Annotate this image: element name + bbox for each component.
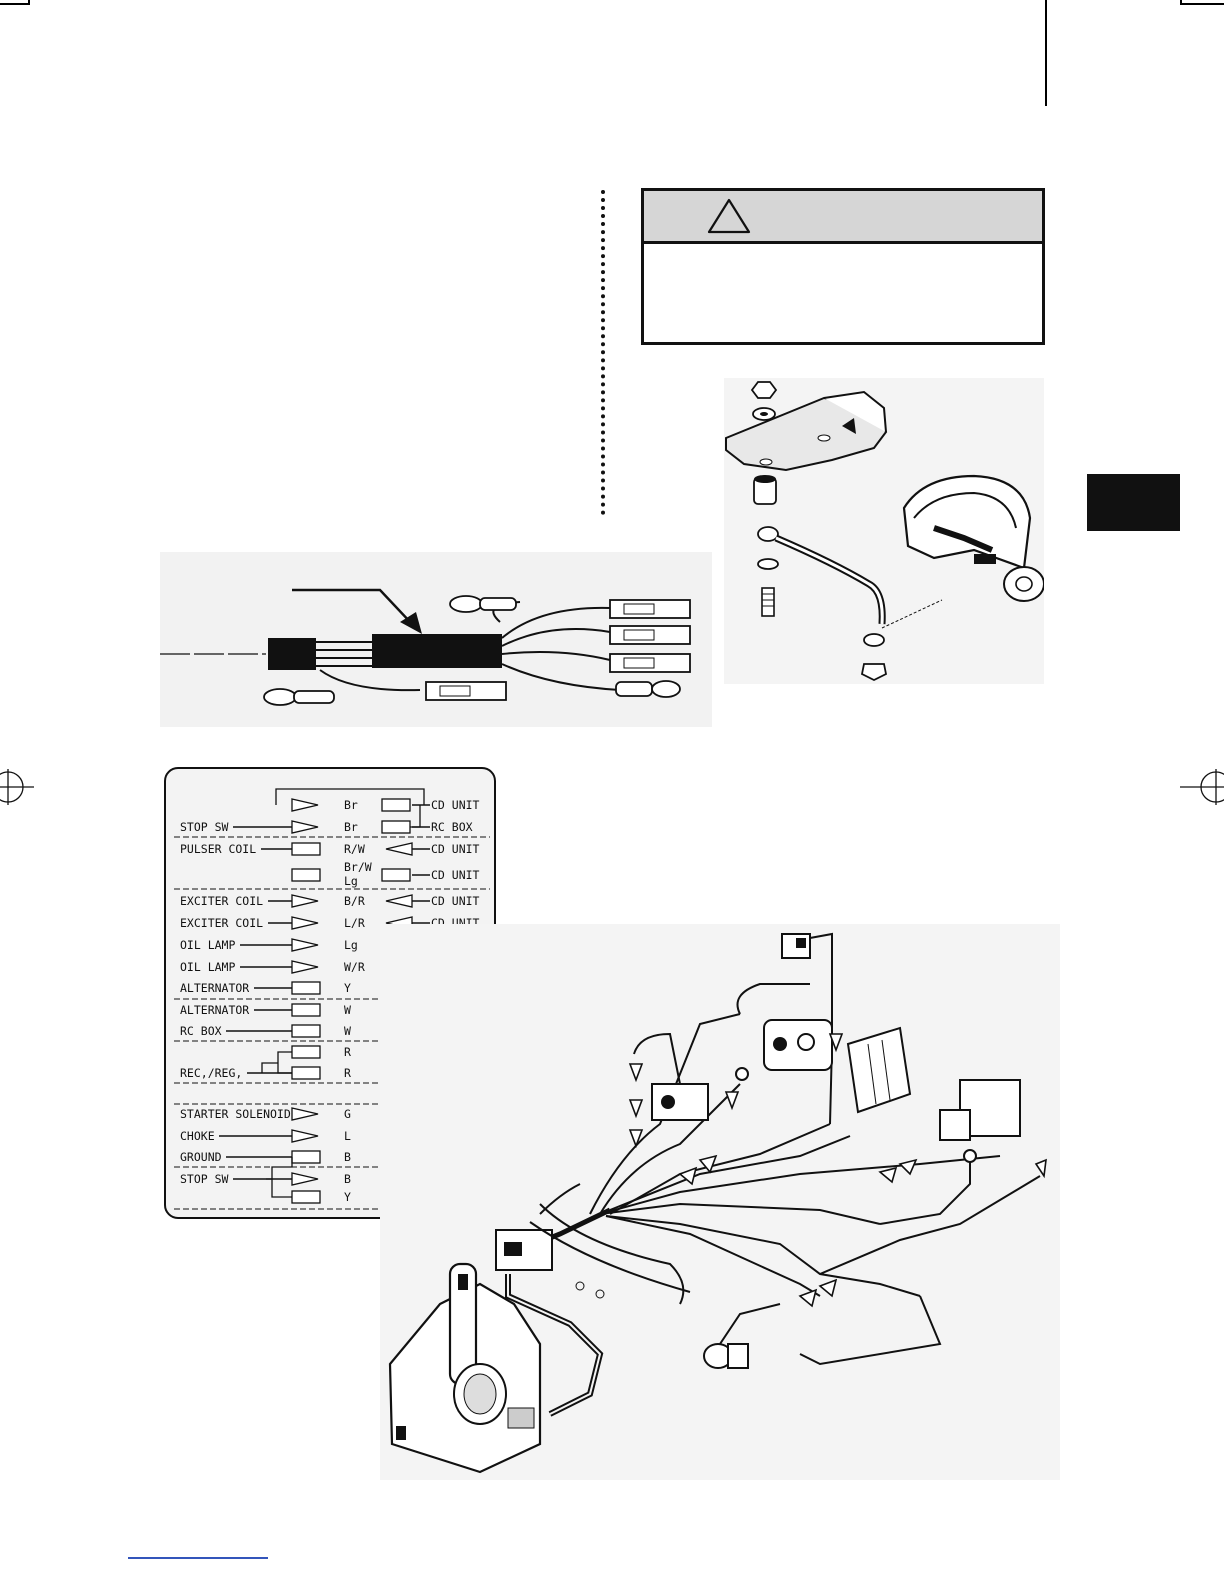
pointer-arrow [292,588,413,625]
warning-box [641,188,1045,345]
crop-mark-top-left-h [0,3,30,5]
bracket-assembly-figure [724,378,1044,684]
wire-color-code: B [344,1150,351,1164]
female-connector-1 [609,599,691,619]
wiring-source-label: STARTER SOLENOID [180,1107,291,1121]
wiring-source-label: ALTERNATOR [180,1003,249,1017]
column-separator [601,190,605,515]
wiring-row: GROUND B [180,1150,413,1164]
wire-color-code: B/R [344,894,365,908]
wire-color-code: R/W [344,842,365,856]
wiring-source-label: EXCITER COIL [180,916,263,930]
r-bracket [277,1051,292,1074]
wire-color-code-secondary: Lg [344,874,358,888]
wiring-source-label: CHOKE [180,1129,215,1143]
female-connector-3 [609,653,691,673]
wiring-source-label: STOP SW [180,1172,229,1186]
wire-color-code: B [344,1172,351,1186]
crop-mark-top-left [28,0,30,4]
bullet-connector-top [449,595,517,613]
nut-top [750,381,778,399]
cable-sleeve-left [268,638,316,670]
wire-color-code: R [344,1045,351,1059]
wiring-source-label: ALTERNATOR [180,981,249,995]
wiring-source-label: GROUND [180,1150,222,1164]
section-tab [1087,474,1180,531]
meter-plug [703,1343,749,1369]
wiring-source-label: PULSER COIL [180,842,256,856]
wire-color-code: L/R [344,916,365,930]
crop-mark-top-right [1180,0,1182,4]
bottom-link-line [128,1557,268,1559]
wire-color-code: L [344,1129,351,1143]
wire-color-code: Lg [344,938,358,952]
wiring-source-label: RC BOX [180,1024,222,1038]
wire-color-code: R [344,1066,351,1080]
warning-header [644,191,1042,244]
wire-color-code: Y [344,981,351,995]
wiring-row: STOP SW Br RC BOX [180,820,473,834]
bolt [761,587,775,617]
wire-color-code: W [344,1003,351,1017]
female-connector-4 [425,681,507,701]
wiring-destination-label: RC BOX [431,820,473,834]
wiring-row: Br CD UNIT [291,798,480,812]
remote-control-box [388,1262,542,1474]
warning-body [644,244,1042,342]
fuse-holder [939,1079,1021,1141]
wire-color-code: Br [344,820,358,834]
junction-box [495,1229,553,1271]
choke-solenoid [651,1083,709,1121]
control-cover [902,474,1032,570]
wire-color-code: G [344,1107,351,1121]
wiring-row: PULSER COIL R/W CD UNIT [180,842,480,856]
warning-triangle-icon [707,198,751,234]
wiring-source-label: EXCITER COIL [180,894,263,908]
relay-connector [781,933,811,959]
wire-color-code: W/R [344,960,365,974]
female-connector-2 [609,625,691,645]
remote-control-harness-figure [380,924,1060,1480]
registration-mark-left [0,769,34,805]
crop-mark-top-right-h [1180,3,1224,5]
page-edge-line [1045,0,1047,106]
wire-color-code: Y [344,1190,351,1204]
wiring-destination-label: CD UNIT [431,894,480,908]
wiring-source-label: OIL LAMP [180,938,235,952]
wire-color-code: Br/W [344,860,372,874]
br-bracket [275,788,425,805]
wiring-destination-label: CD UNIT [431,842,480,856]
wiring-row: EXCITER COIL B/R CD UNIT [180,894,480,908]
harness-connector-figure [160,552,712,727]
registration-mark-right [1180,769,1224,805]
wiring-destination-label: CD UNIT [431,868,480,882]
wiring-row: Y [291,1190,351,1204]
bullet-connector-left [263,688,335,706]
starter-solenoid [763,1019,833,1071]
bullet-connector-right [615,680,681,698]
wiring-source-label: STOP SW [180,820,229,834]
cable-sleeve-main [372,634,502,668]
rectifier-regulator [846,1026,912,1114]
wire-color-code: W [344,1024,351,1038]
wiring-row: Br/WLg CD UNIT [291,860,480,888]
wire-color-code: Br [344,798,358,812]
wiring-source-label: REC,/REG, [180,1066,242,1080]
wiring-destination-label: CD UNIT [431,798,480,812]
wiring-source-label: OIL LAMP [180,960,235,974]
